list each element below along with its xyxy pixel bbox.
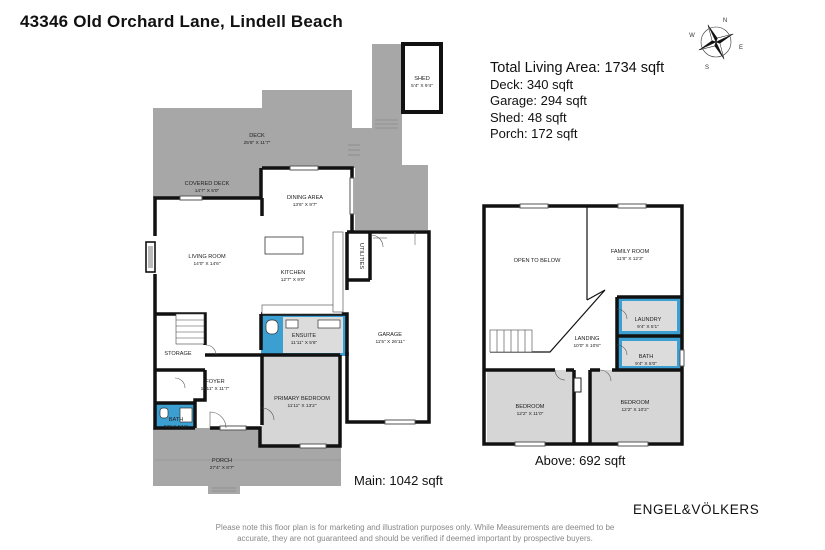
- label-landing: LANDING: [575, 336, 600, 342]
- shed-area: Shed: 48 sqft: [490, 109, 567, 125]
- svg-text:25'8" X 11'7": 25'8" X 11'7": [244, 140, 271, 146]
- svg-text:13'6" X 9'7": 13'6" X 9'7": [293, 202, 318, 208]
- stairs-main: [175, 313, 205, 345]
- svg-text:11'11" X 11'7": 11'11" X 11'7": [201, 386, 230, 392]
- svg-text:12'2" X 11'0": 12'2" X 11'0": [517, 411, 544, 417]
- side-path: [355, 165, 428, 233]
- bedroom-2-floor: [590, 370, 680, 442]
- svg-text:12'2" X 10'2": 12'2" X 10'2": [621, 407, 648, 413]
- page-title: 43346 Old Orchard Lane, Lindell Beach: [20, 12, 343, 31]
- porch-area: Porch: 172 sqft: [490, 126, 578, 141]
- label-living-room: LIVING ROOM: [188, 254, 226, 260]
- bedroom-1-floor: [487, 370, 574, 442]
- deck-area: Deck: 340 sqft: [490, 76, 574, 92]
- label-laundry: LAUNDRY: [635, 317, 662, 323]
- shed-room: [401, 42, 443, 114]
- label-family-room: FAMILY ROOM: [611, 249, 650, 255]
- label-ensuite: ENSUITE: [292, 333, 317, 339]
- upper-level-plan: [482, 203, 685, 447]
- label-porch: PORCH: [212, 458, 232, 464]
- label-primary-bedroom: PRIMARY BEDROOM: [274, 396, 330, 402]
- label-deck: DECK: [249, 133, 265, 139]
- svg-text:11'5" X 26'11": 11'5" X 26'11": [375, 339, 404, 345]
- label-covered-deck: COVERED DECK: [185, 181, 230, 187]
- primary-bedroom-floor: [262, 355, 340, 446]
- porch-steps: [208, 486, 240, 494]
- svg-text:5'4" X 9'4": 5'4" X 9'4": [411, 83, 433, 89]
- stairs-upper: [489, 329, 533, 353]
- svg-text:11'11" X 13'2": 11'11" X 13'2": [287, 403, 316, 409]
- room-labels: DECK 25'8" X 11'7" COVERED DECK 14'7" X …: [164, 76, 662, 471]
- svg-text:11'8" X 12'3": 11'8" X 12'3": [617, 256, 644, 262]
- total-living-area: Total Living Area: 1734 sqft: [490, 60, 665, 76]
- label-bath-upper: BATH: [639, 354, 654, 360]
- label-open-to-below: OPEN TO BELOW: [514, 258, 561, 264]
- label-utilities: UTILITIES: [358, 243, 364, 269]
- label-bedroom-2: BEDROOM: [621, 400, 650, 406]
- svg-text:14'7" X 5'0": 14'7" X 5'0": [195, 188, 220, 194]
- disclaimer-line-1: Please note this floor plan is for marke…: [215, 523, 615, 532]
- garage-floor: [347, 230, 429, 422]
- stair-landing-deck: [345, 128, 402, 168]
- label-bedroom-1: BEDROOM: [516, 404, 545, 410]
- svg-text:9'4" X 5'1": 9'4" X 5'1": [637, 324, 659, 330]
- disclaimer: Please note this floor plan is for marke…: [180, 522, 650, 544]
- label-bath-main: BATH: [169, 417, 184, 423]
- disclaimer-line-2: accurate, they are not guaranteed and sh…: [237, 534, 593, 543]
- covered-deck-shape: [153, 168, 261, 198]
- walkway: [372, 44, 402, 130]
- svg-text:12'7" X 9'0": 12'7" X 9'0": [281, 277, 306, 283]
- label-storage: STORAGE: [164, 351, 192, 357]
- svg-text:14'0" X 14'6": 14'0" X 14'6": [193, 261, 220, 267]
- label-kitchen: KITCHEN: [281, 270, 306, 276]
- svg-text:11'11" X 5'6": 11'11" X 5'6": [291, 340, 318, 346]
- main-level-area: Main: 1042 sqft: [354, 473, 443, 488]
- compass-w: W: [689, 33, 695, 39]
- svg-text:10'0" X 10'8": 10'0" X 10'8": [573, 343, 600, 349]
- compass-e: E: [739, 45, 743, 51]
- label-shed: SHED: [414, 76, 430, 82]
- brand-logo: ENGEL&VÖLKERS: [633, 502, 760, 517]
- main-level-plan: [145, 42, 443, 494]
- label-foyer: FOYER: [205, 379, 224, 385]
- compass-s: S: [705, 65, 709, 71]
- compass-rose-icon: N S E W: [689, 18, 743, 71]
- kitchen-island: [264, 236, 304, 255]
- deck-area-shape: [153, 90, 352, 168]
- svg-text:9'4" X 5'0": 9'4" X 5'0": [635, 361, 657, 367]
- svg-text:5'6" X 5'11": 5'6" X 5'11": [164, 424, 188, 430]
- above-level-area: Above: 692 sqft: [535, 453, 626, 468]
- area-summary: Total Living Area: 1734 sqft Deck: 340 s…: [490, 60, 664, 143]
- garage-area: Garage: 294 sqft: [490, 93, 587, 108]
- label-dining-area: DINING AREA: [287, 195, 323, 201]
- svg-text:27'4" X 8'7": 27'4" X 8'7": [210, 465, 235, 471]
- compass-n: N: [723, 18, 727, 24]
- label-garage: GARAGE: [378, 332, 402, 338]
